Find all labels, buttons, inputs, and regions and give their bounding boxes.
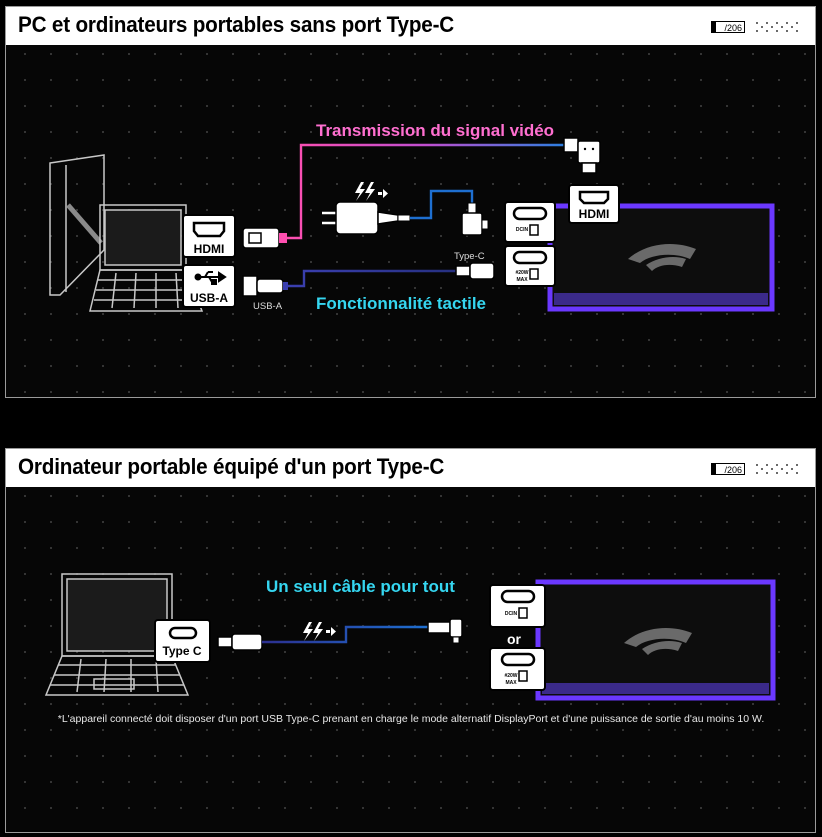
single-cable-line	[262, 625, 428, 644]
fast-charge-icon	[303, 622, 336, 641]
page-indicator: /206	[711, 463, 745, 475]
laptop-hdmi-port: HDMI	[182, 214, 236, 258]
max-watt-label: #20W	[504, 673, 517, 679]
monitor-typec-port: #20W MAX	[504, 245, 556, 287]
dots-decoration-icon	[756, 464, 798, 474]
hdmi-plug-icon	[242, 227, 287, 249]
page-indicator: /206	[711, 21, 745, 33]
footnote-text: *L'appareil connecté doit disposer d'un …	[57, 713, 765, 725]
monitor-typec-port: #20W MAX	[489, 647, 546, 691]
laptop-typec-port: Type C	[154, 619, 211, 663]
max-watt-label: #20W	[515, 270, 528, 276]
diagram-no-typec: HDMI USB-A Transmis	[49, 121, 775, 313]
max-label: MAX	[516, 277, 528, 283]
laptop-with-stand-icon	[49, 154, 204, 312]
section-title: PC et ordinateurs portables sans port Ty…	[18, 12, 455, 37]
laptop-hdmi-label: HDMI	[194, 242, 225, 256]
section-title: Ordinateur portable équipé d'un port Typ…	[18, 454, 445, 479]
section-title-bar: PC et ordinateurs portables sans port Ty…	[6, 7, 815, 45]
monitor-hdmi-label: HDMI	[579, 207, 610, 221]
monitor-dcin-port: DCIN	[489, 584, 546, 628]
power-adapter-icon	[322, 201, 411, 235]
diagram-with-typec: Type C Un seul câble pour tout	[44, 573, 776, 701]
video-signal-label: Transmission du signal vidéo	[316, 121, 554, 140]
section-title-bar: Ordinateur portable équipé d'un port Typ…	[6, 449, 815, 487]
typec-plug-touch-icon	[455, 262, 495, 280]
typec-cable-label: Type-C	[454, 251, 485, 262]
laptop-typec-label: Type C	[162, 644, 201, 658]
dcin-label: DCIN	[516, 227, 529, 233]
or-label: or	[507, 631, 522, 647]
usba-plug-icon	[242, 275, 288, 297]
max-label: MAX	[505, 680, 517, 686]
touch-label: Fonctionnalité tactile	[316, 294, 486, 313]
power-cable-line	[410, 189, 474, 220]
monitor-hdmi-port: HDMI	[568, 184, 620, 224]
typec-right-angle-plug-icon	[427, 618, 463, 644]
laptop-usba-port: USB-A	[182, 264, 236, 308]
laptop-icon	[44, 573, 190, 696]
hdmi-right-angle-plug-icon	[563, 137, 601, 174]
section-with-typec: Ordinateur portable équipé d'un port Typ…	[5, 448, 816, 833]
hdmi-cable-line	[287, 143, 566, 240]
section-no-typec: PC et ordinateurs portables sans port Ty…	[5, 6, 816, 398]
touch-cable-line	[288, 269, 458, 288]
rog-logo-icon	[624, 627, 692, 655]
monitor-dcin-port: DCIN	[504, 201, 556, 243]
dots-decoration-icon	[756, 22, 798, 32]
fast-charge-icon	[355, 182, 388, 201]
dcin-label: DCIN	[505, 611, 518, 617]
portable-monitor-icon	[535, 579, 776, 701]
single-cable-label: Un seul câble pour tout	[266, 577, 455, 596]
usb-symbol-icon	[194, 271, 227, 285]
typec-plug-icon	[217, 633, 263, 651]
usba-cable-label: USB-A	[253, 301, 283, 312]
rog-logo-icon	[628, 243, 696, 271]
typec-right-angle-plug-icon	[461, 202, 489, 236]
laptop-usba-label: USB-A	[190, 291, 228, 305]
